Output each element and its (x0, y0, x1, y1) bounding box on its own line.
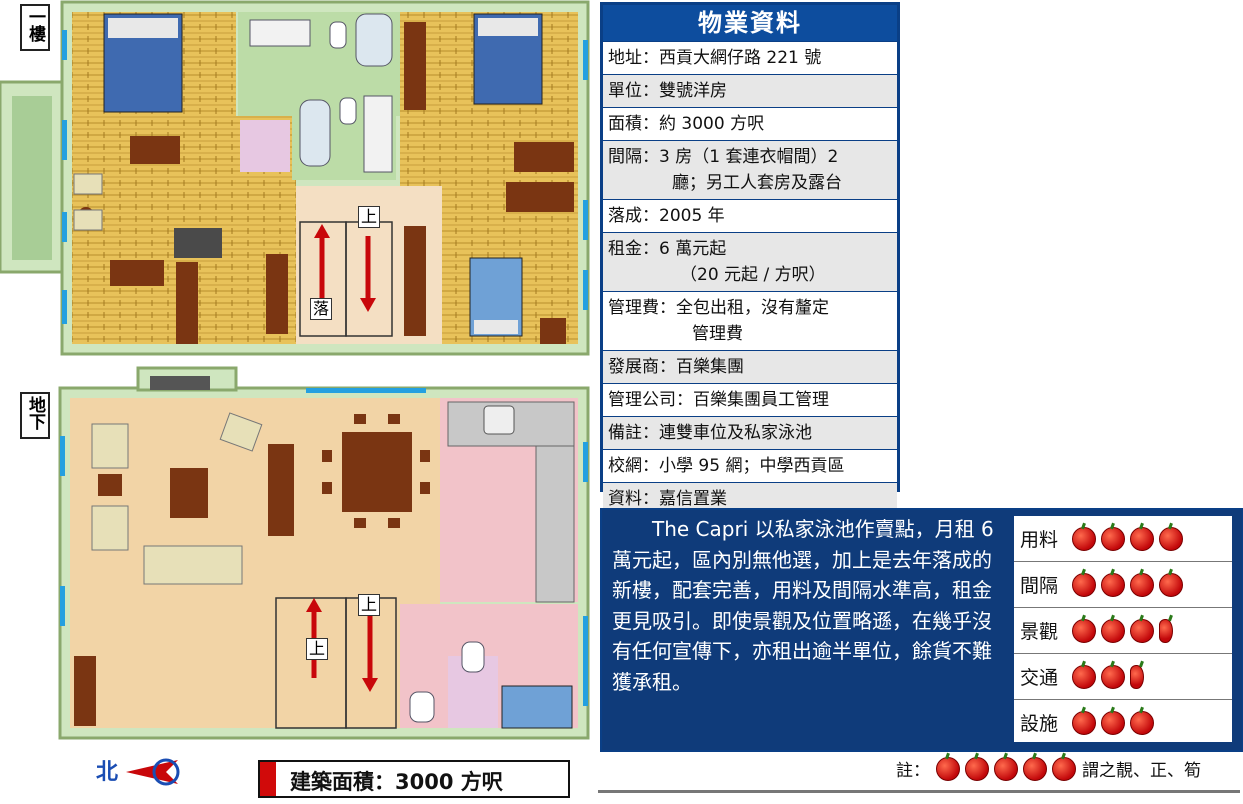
ratings-table: 用料間隔景觀交通設施 (1014, 516, 1232, 742)
plan-label-up-ground-2: 上 (306, 638, 329, 660)
rating-legend-suffix: 謂之靚、正、筍 (1082, 761, 1201, 781)
half-apple-icon (1130, 664, 1144, 689)
rating-label: 間隔 (1020, 575, 1059, 597)
apple-icon (936, 756, 960, 781)
building-area-box: 建築面積：3000 方呎 (258, 760, 570, 798)
apple-icon (1101, 618, 1125, 643)
rating-legend-note: 註： 謂之靚、正、筍 (896, 756, 1201, 781)
property-row-completion: 落成：2005 年 (603, 199, 897, 232)
property-row-continuation: （20 元起 / 方呎） (680, 265, 826, 285)
upper-floor-plan: 上 落 (0, 0, 590, 356)
compass-north-label: 北 (96, 760, 119, 785)
rating-apples (1072, 710, 1154, 735)
property-row-management-fee: 管理費：全包出租，沒有釐定管理費 (603, 291, 897, 350)
property-row-remarks: 備註：連雙車位及私家泳池 (603, 416, 897, 449)
property-row-text: 校網：小學 95 網；中學西貢區 (608, 456, 845, 476)
apple-icon (1101, 664, 1125, 689)
rating-label: 用料 (1020, 529, 1059, 551)
rating-row: 用料 (1014, 516, 1232, 562)
floor-label-ground: 地下 (20, 392, 50, 439)
floor-label-ground-text: 地下 (25, 396, 45, 430)
rating-apples (1072, 572, 1183, 597)
rating-row: 設施 (1014, 700, 1232, 745)
property-row-size: 面積：約 3000 方呎 (603, 107, 897, 140)
rating-legend-apples (936, 756, 1076, 781)
apple-icon (1130, 618, 1154, 643)
rating-label: 景觀 (1020, 621, 1059, 643)
property-row-text: 管理公司：百樂集團員工管理 (608, 390, 829, 410)
apple-icon (965, 756, 989, 781)
apple-icon (1072, 526, 1096, 551)
building-area-label: 建築面積：3000 方呎 (290, 770, 503, 794)
property-row-developer: 發展商：百樂集團 (603, 350, 897, 383)
apple-icon (1130, 710, 1154, 735)
ground-floor-plan: 上 上 (0, 366, 590, 742)
plan-label-up: 上 (358, 206, 381, 228)
apple-icon (1159, 572, 1183, 597)
property-info-table: 物業資料 地址：西貢大網仔路 221 號 單位：雙號洋房 面積：約 3000 方… (600, 2, 900, 515)
property-row-text: 間隔：3 房（1 套連衣帽間）2 (608, 147, 839, 167)
property-row-text: 地址：西貢大網仔路 221 號 (608, 48, 822, 68)
bottom-divider (598, 790, 1240, 793)
property-row-rent: 租金：6 萬元起 （20 元起 / 方呎） (603, 232, 897, 291)
area-box-marker (260, 762, 276, 796)
compass-arrow-icon (126, 758, 180, 786)
property-row-address: 地址：西貢大網仔路 221 號 (603, 41, 897, 74)
plan-label-down: 落 (310, 298, 333, 320)
apple-icon (994, 756, 1018, 781)
apple-icon (1072, 572, 1096, 597)
rating-row: 間隔 (1014, 562, 1232, 608)
plan-label-up-ground-1: 上 (358, 594, 381, 616)
apple-icon (1159, 526, 1183, 551)
apple-icon (1072, 710, 1096, 735)
apple-icon (1101, 710, 1125, 735)
property-row-text: 資料：嘉信置業 (608, 489, 727, 509)
apple-icon (1072, 664, 1096, 689)
property-row-continuation: 管理費 (692, 324, 743, 344)
property-row-text: 租金：6 萬元起 (608, 239, 727, 259)
compass: 北 (96, 754, 180, 786)
upper-floor-plan-drawing (0, 0, 590, 356)
apple-icon (1052, 756, 1076, 781)
rating-apples (1072, 664, 1144, 689)
rating-apples (1072, 618, 1173, 643)
floor-label-upper-text: 一樓 (25, 8, 45, 42)
apple-icon (1130, 572, 1154, 597)
property-row-text: 單位：雙號洋房 (608, 81, 727, 101)
apple-icon (1072, 618, 1096, 643)
property-row-text: 管理費：全包出租，沒有釐定 (608, 298, 829, 318)
property-row-continuation: 廳；另工人套房及露台 (672, 173, 842, 193)
apple-icon (1130, 526, 1154, 551)
rating-apples (1072, 526, 1183, 551)
half-apple-icon (1159, 618, 1173, 643)
rating-legend-prefix: 註： (896, 761, 930, 781)
property-row-text: 落成：2005 年 (608, 206, 725, 226)
apple-icon (1101, 526, 1125, 551)
rating-label: 設施 (1020, 713, 1059, 735)
property-row-school-net: 校網：小學 95 網；中學西貢區 (603, 449, 897, 482)
property-row-text: 備註：連雙車位及私家泳池 (608, 423, 812, 443)
rating-row: 交通 (1014, 654, 1232, 700)
property-info-rows: 地址：西貢大網仔路 221 號 單位：雙號洋房 面積：約 3000 方呎 間隔：… (603, 41, 897, 515)
rating-label: 交通 (1020, 667, 1059, 689)
review-text: The Capri 以私家泳池作賣點，月租 6 萬元起，區內別無他選，加上是去年… (612, 517, 994, 694)
ground-floor-plan-drawing (58, 366, 590, 740)
rating-row: 景觀 (1014, 608, 1232, 654)
apple-icon (1023, 756, 1047, 781)
property-row-text: 面積：約 3000 方呎 (608, 114, 765, 134)
property-row-text: 發展商：百樂集團 (608, 357, 744, 377)
property-row-unit: 單位：雙號洋房 (603, 74, 897, 107)
property-info-title: 物業資料 (603, 5, 897, 41)
property-row-management-company: 管理公司：百樂集團員工管理 (603, 383, 897, 416)
floor-label-upper: 一樓 (20, 4, 50, 51)
apple-icon (1101, 572, 1125, 597)
property-row-layout: 間隔：3 房（1 套連衣帽間）2 廳；另工人套房及露台 (603, 140, 897, 199)
review-panel: The Capri 以私家泳池作賣點，月租 6 萬元起，區內別無他選，加上是去年… (600, 508, 1243, 752)
